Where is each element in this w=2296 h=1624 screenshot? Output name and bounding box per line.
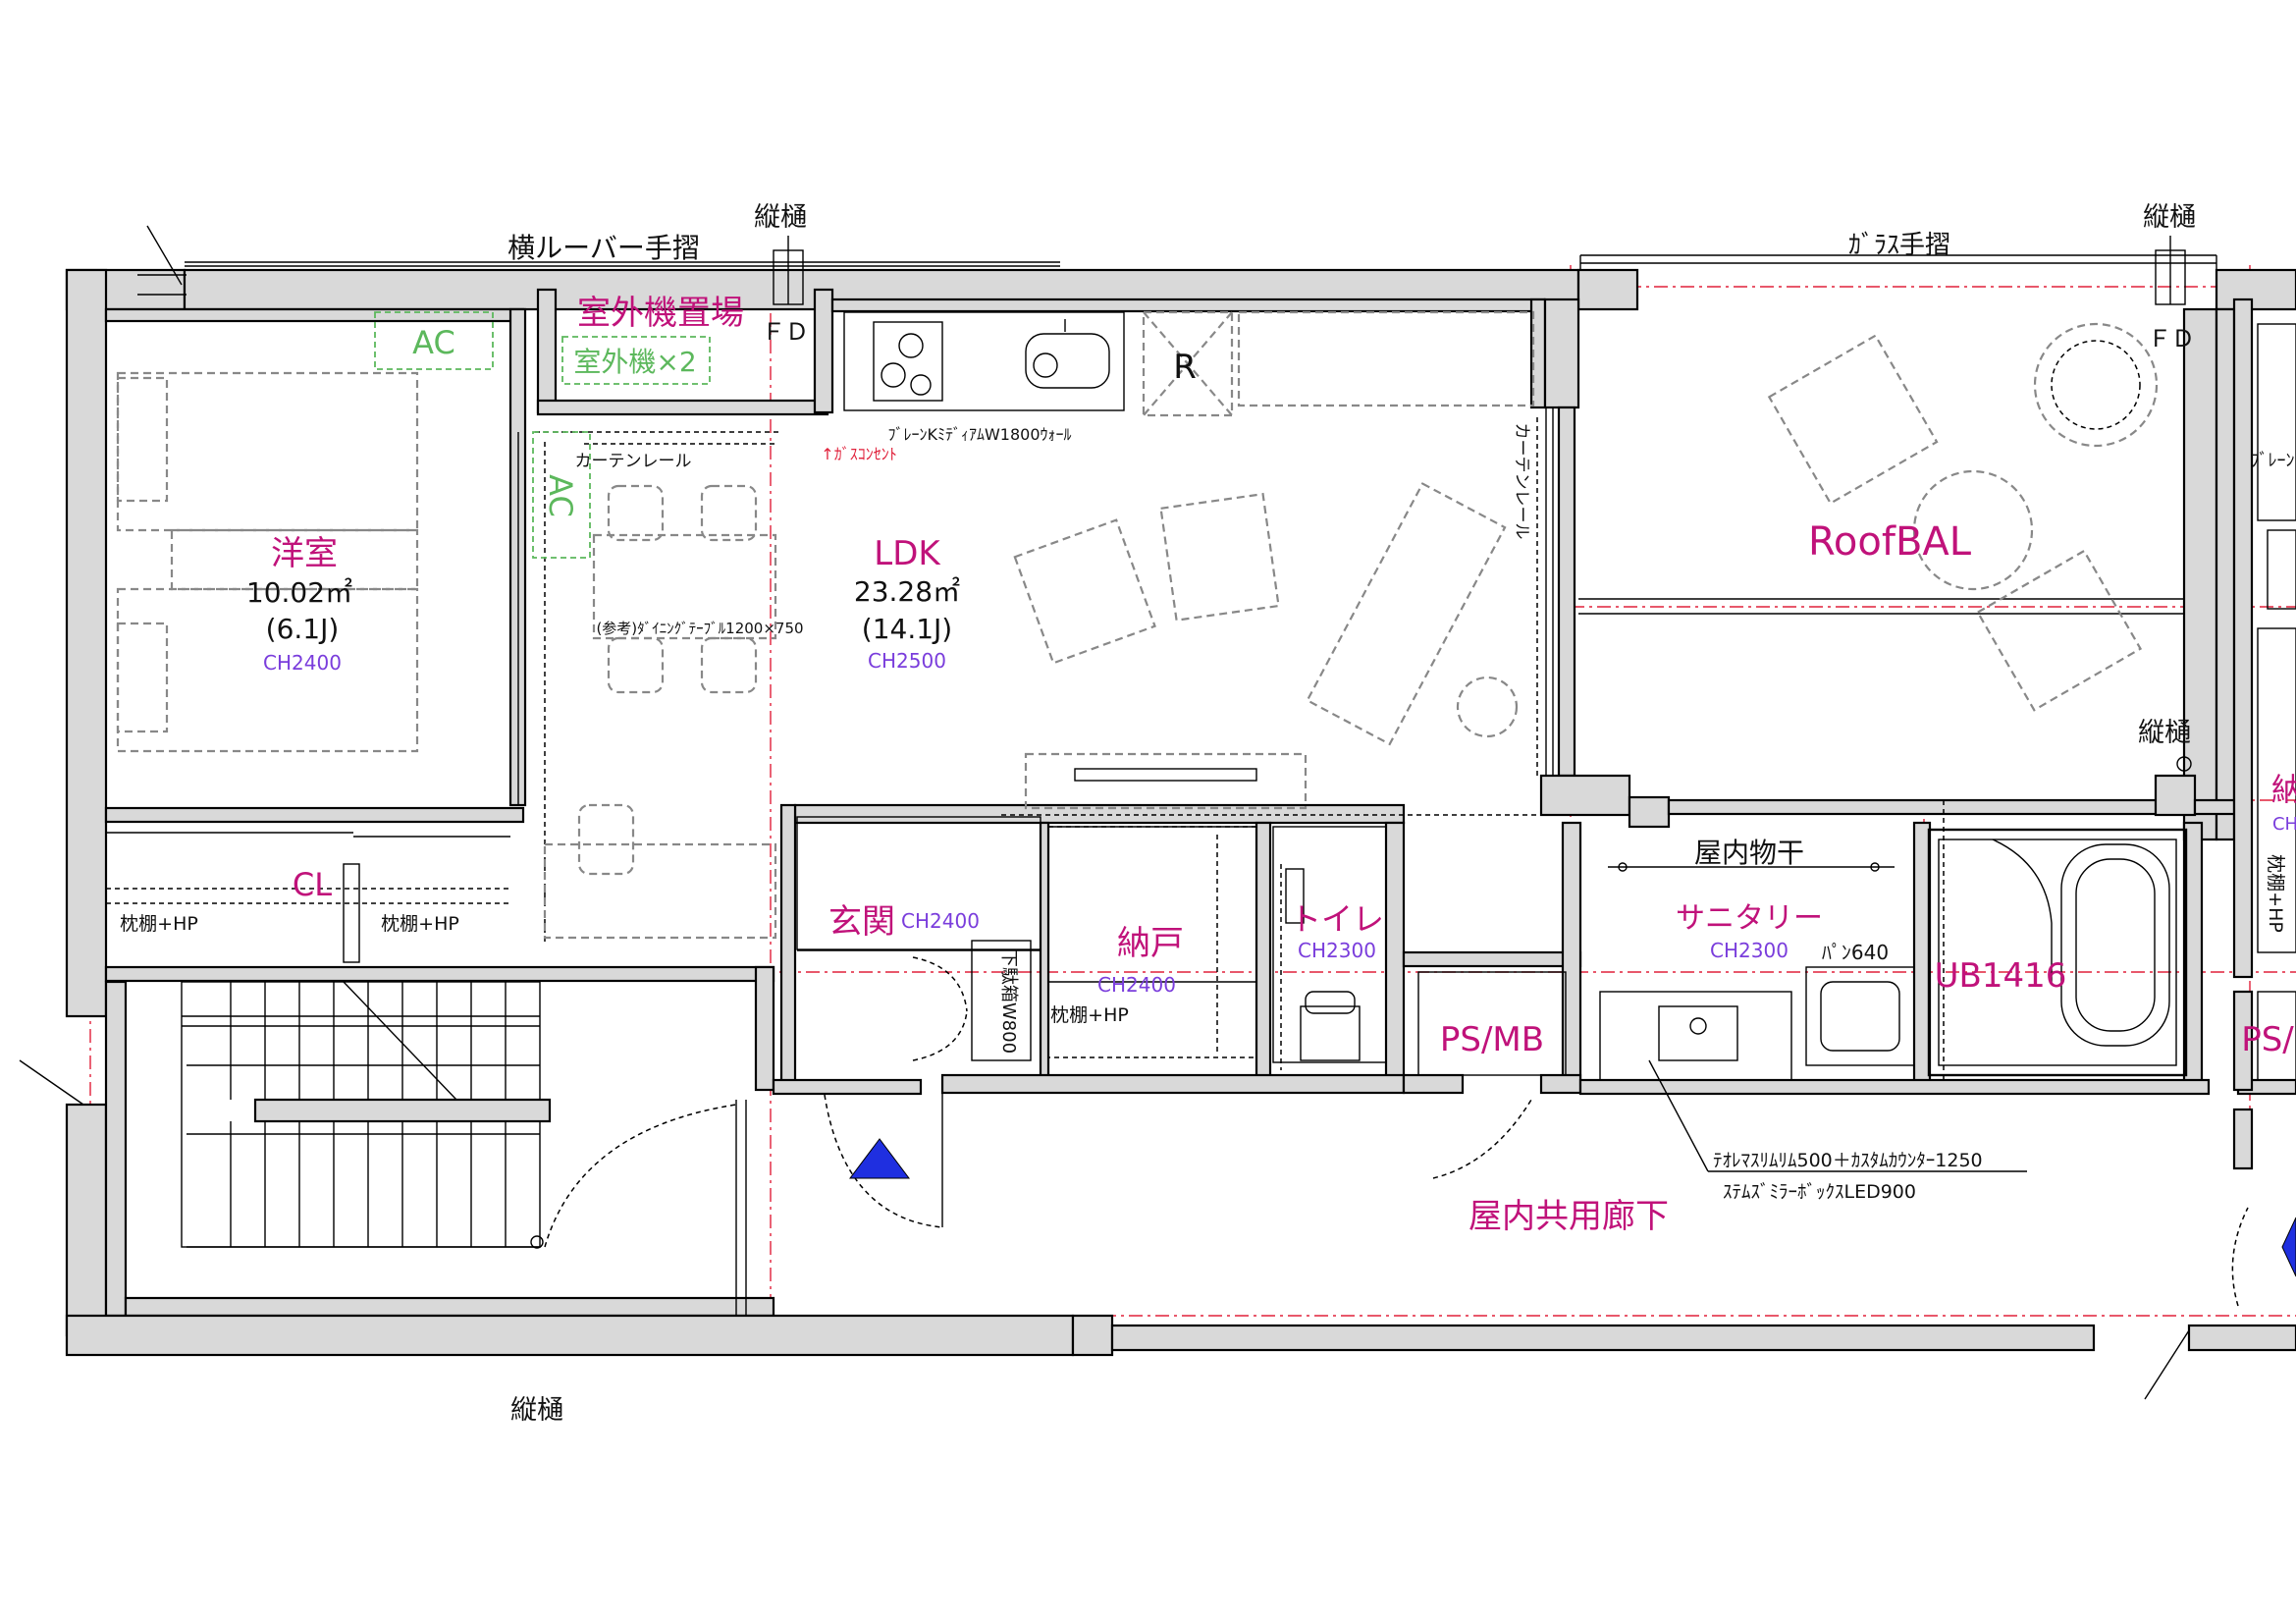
western-room-jo: (6.1J) [266, 613, 340, 645]
ps-mb-label: PS/MB [1440, 1020, 1544, 1059]
western-room-name: 洋室 [271, 534, 338, 573]
roof-balcony-name: RoofBAL [1808, 519, 1972, 565]
kitchen-counter [584, 310, 1535, 445]
storage-shelf: 枕棚+HP [1050, 1004, 1129, 1026]
balcony-furniture [1767, 322, 2192, 772]
washer-pan-label: ﾊﾟﾝ640 [1822, 941, 1889, 964]
ldk-name: LDK [874, 534, 941, 573]
bottom-drain-label: 縦樋 [510, 1395, 563, 1426]
shoe-cabinet-label: 下駄箱W800 [998, 949, 1019, 1054]
ps-right-label: PS/ [2241, 1020, 2294, 1059]
storage-ch: CH2400 [1097, 973, 1176, 997]
entry-marker [849, 1138, 910, 1179]
entrance-door [824, 1093, 2249, 1307]
louver-rail-label: 横ルーバー手摺 [507, 232, 700, 264]
curtain-rail-label-left: カーテンレール [575, 452, 692, 471]
ldk-furniture [543, 482, 1519, 940]
ldk-ch: CH2500 [868, 649, 946, 673]
storage-name: 納戸 [1117, 924, 1184, 963]
stair-treads [230, 981, 507, 1247]
ac-top-label: AC [412, 324, 455, 361]
drain-label-right: 縦樋 [2143, 202, 2196, 233]
fridge-label: R [1173, 348, 1197, 387]
entrance-storage [796, 816, 1567, 1179]
fd-label-left: ＦＤ [762, 318, 809, 346]
ldk-jo: (14.1J) [862, 613, 952, 645]
western-room-area: 10.02㎡ [246, 576, 352, 609]
neighbor-shelf-label: 枕棚+HP [2265, 854, 2286, 933]
labels: 縦樋 横ルーバー手摺 ｶﾞﾗｽ手摺 縦樋 ＦＤ ＦＤ 室外機置場 室外機×2 A… [120, 202, 2296, 1426]
gas-outlet-label: ↑ｶﾞｽｺﾝｾﾝﾄ [821, 445, 896, 463]
dining-table-label: (参考)ﾀﾞｲﾆﾝｸﾞﾃｰﾌﾞﾙ1200×750 [596, 620, 803, 637]
entry-marker-right [2281, 1217, 2296, 1277]
entrance-ch: CH2400 [901, 909, 980, 933]
corridor-label: 屋内共用廊下 [1468, 1197, 1669, 1236]
roof-balcony-drain: 縦樋 [2138, 718, 2191, 748]
closet-shelf-a: 枕棚+HP [120, 913, 198, 935]
stairs [181, 981, 747, 1316]
ac-side-label: AC [542, 474, 579, 517]
kitchen-model-label: ﾌﾞﾚｰﾝKﾐﾃﾞｨｱﾑW1800ｳｫｰﾙ [887, 425, 1071, 444]
curtain-rail-label-right: カーテンレール [1512, 423, 1531, 540]
walls [65, 268, 2296, 1357]
closet [106, 832, 510, 968]
sanitary-name: サニタリー [1676, 901, 1823, 936]
laundry-label: 屋内物干 [1694, 837, 1804, 869]
outdoor-unit-area-label: 室外機置場 [577, 294, 744, 333]
vanity-leader [1648, 1059, 2027, 1172]
closet-name: CL [293, 866, 332, 903]
vanity-note-line1: ﾃｵﾚﾏｽﾘﾑﾘﾑ500＋ｶｽﾀﾑｶｳﾝﾀｰ1250 [1713, 1150, 1983, 1171]
toilet-name: トイレ [1290, 900, 1384, 938]
glass-rail-label: ｶﾞﾗｽ手摺 [1848, 231, 1950, 260]
ac-units [374, 311, 711, 559]
ldk-area: 23.28㎡ [854, 575, 960, 608]
entrance-name: 玄関 [828, 902, 895, 942]
bath-name: UB1416 [1935, 956, 2067, 996]
railings [19, 225, 2217, 1400]
neighbor-storage-label: 納 [2271, 771, 2296, 808]
western-room-ch: CH2400 [263, 651, 342, 675]
bedroom-furniture [116, 371, 419, 753]
toilet-ch: CH2300 [1298, 939, 1376, 962]
fd-label-right: ＦＤ [2148, 325, 2195, 352]
neighbor-brain-label: ﾌﾞﾚｰﾝ [2251, 451, 2295, 471]
neighbor-ch-label: CH [2272, 814, 2296, 835]
sanitary-ch: CH2300 [1710, 939, 1789, 962]
outdoor-unit-count-label: 室外機×2 [573, 346, 696, 378]
drain-label-left: 縦樋 [754, 202, 807, 233]
vanity-note-line2: ｽﾃﾑｽﾞﾐﾗｰﾎﾞｯｸｽLED900 [1723, 1181, 1916, 1203]
neighbor-unit [2257, 323, 2296, 1081]
closet-shelf-b: 枕棚+HP [381, 913, 459, 935]
sanitary-bath [1599, 828, 2188, 1081]
